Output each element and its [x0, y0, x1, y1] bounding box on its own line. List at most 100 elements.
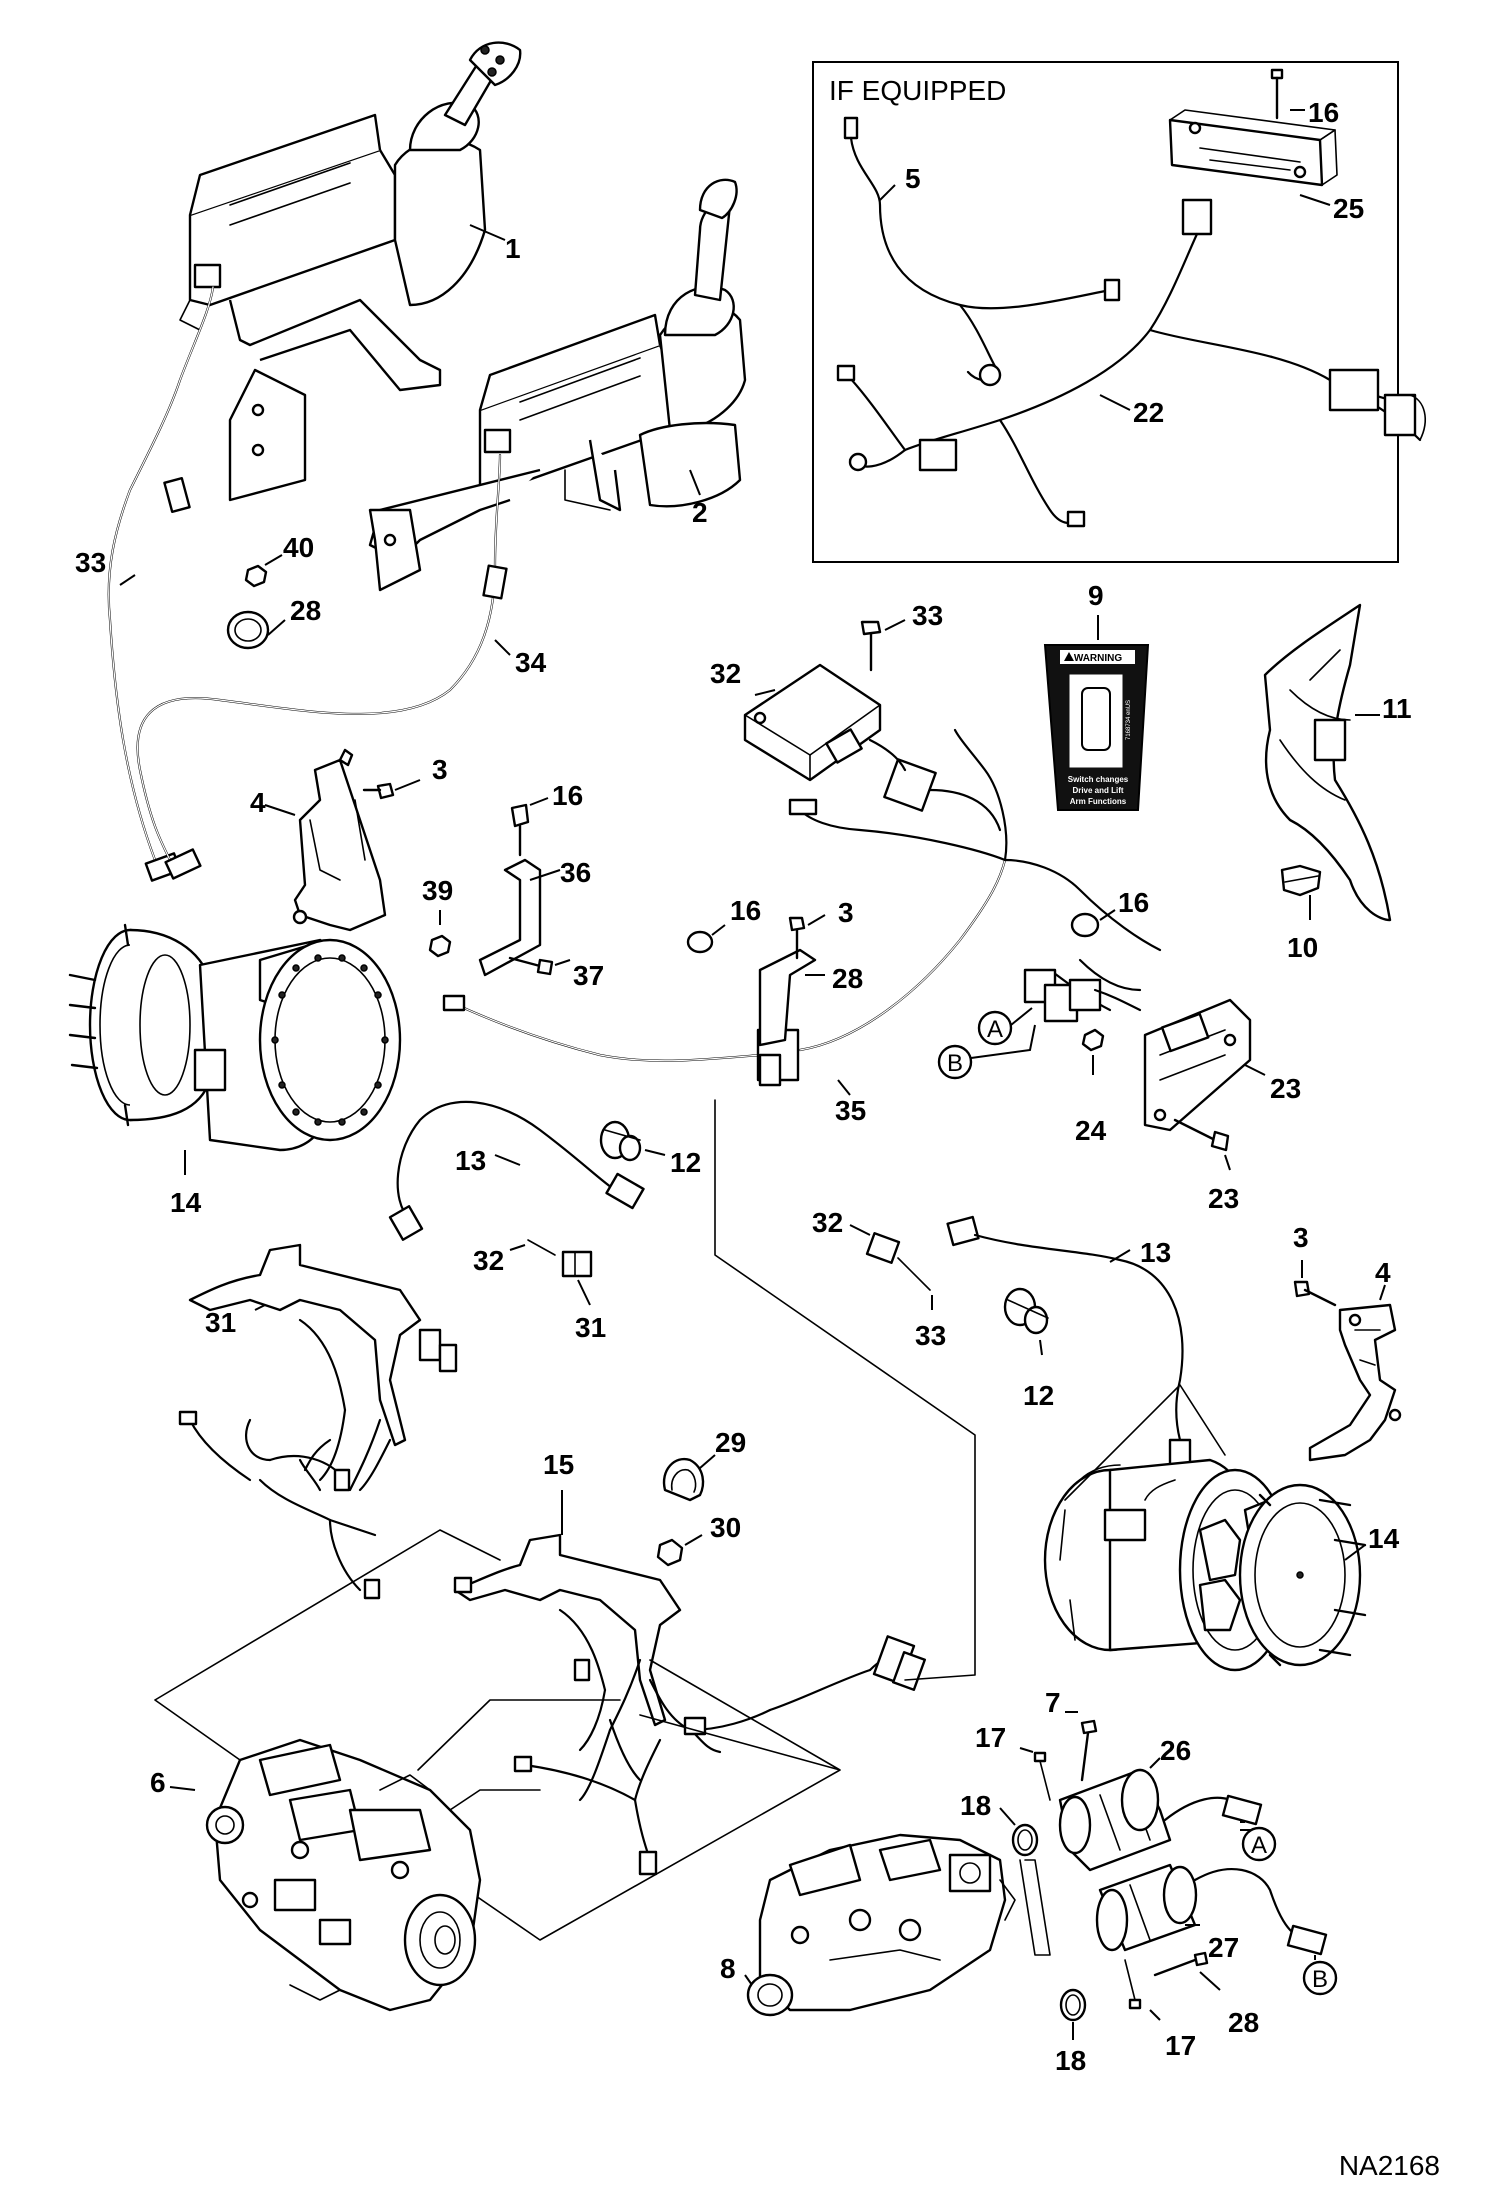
part-26-screw — [1153, 1951, 1209, 1977]
callout-20: 23 — [1270, 1073, 1301, 1104]
callout-14-left: 14 — [170, 1187, 202, 1218]
callout-36: 33 — [912, 600, 943, 631]
part-1-joystick-left — [179, 41, 522, 502]
callout-38: 37 — [573, 960, 604, 991]
callout-12-left: 12 — [670, 1147, 701, 1178]
callout-4-left: 4 — [250, 787, 266, 818]
part-29-nut — [656, 1538, 684, 1567]
callout-40: 40 — [283, 532, 314, 563]
callout-34: 35 — [835, 1095, 866, 1126]
callout-16-mid: 16 — [730, 895, 761, 926]
callout-18-lower: 18 — [1055, 2045, 1086, 2076]
part-14-motor-right — [1043, 1458, 1367, 1672]
callout-32-left: 32 — [473, 1245, 504, 1276]
callout-23: 25 — [1333, 193, 1364, 224]
part-10-switch — [1280, 864, 1322, 897]
part-32-pin-left — [527, 1239, 556, 1256]
part-3-bolt-upper — [362, 782, 395, 800]
part-20-bracket — [1143, 998, 1252, 1132]
part-12-clamp-right — [1003, 1287, 1049, 1335]
callout-17-upper: 17 — [975, 1722, 1006, 1753]
connector-a-upper: A — [977, 1007, 1033, 1046]
part-31-connector-mid — [865, 1232, 901, 1264]
inset-frame — [812, 61, 1399, 563]
part-19-harness — [836, 198, 1426, 528]
callout-22: 24 — [1075, 1115, 1107, 1146]
callout-31-left: 31 — [575, 1312, 606, 1343]
connector-b-lower: B — [1302, 1955, 1338, 1996]
callout-39: 39 — [422, 875, 453, 906]
part-25-solenoid-lower — [1095, 1863, 1328, 1956]
callout-12-right: 12 — [1023, 1380, 1054, 1411]
part-8-valve — [746, 1833, 1016, 2017]
callout-28-lower: 29 — [715, 1427, 746, 1458]
callout-16-upper: 16 — [552, 780, 583, 811]
decal-header: WARNING — [1074, 653, 1123, 664]
part-24-screw — [1270, 68, 1284, 120]
decal-line3: Arm Functions — [1070, 797, 1127, 806]
callout-3-right: 3 — [1293, 1222, 1309, 1253]
callout-4-right: 4 — [1375, 1257, 1391, 1288]
callout-30: 31 — [205, 1307, 236, 1338]
part-6-pump — [205, 1738, 482, 2012]
part-17-pin-upper — [1033, 1751, 1051, 1801]
part-21-bolt — [1173, 1118, 1230, 1152]
callout-19: 22 — [1133, 397, 1164, 428]
part-31-connector-left — [561, 1250, 593, 1278]
callout-29: 30 — [710, 1512, 741, 1543]
part-30-harness — [178, 1243, 458, 1600]
connector-b-lower-label: B — [1312, 1966, 1328, 1993]
decal-line1: Switch changes — [1068, 775, 1129, 784]
callout-27: 28 — [832, 963, 863, 994]
part-39-nut — [428, 934, 452, 958]
part-13-sensor-right — [946, 1215, 1192, 1468]
callout-25-upper: 26 — [1160, 1735, 1191, 1766]
part-11-switch-panel — [1263, 603, 1392, 922]
callout-18-upper: 18 — [960, 1790, 991, 1821]
callout-10: 10 — [1287, 932, 1318, 963]
callout-9: 9 — [1088, 580, 1104, 611]
connector-a-lower: A — [1240, 1821, 1277, 1862]
part-35-controller — [743, 663, 1002, 832]
drawing-code: NA2168 — [1339, 2150, 1440, 2181]
part-33-harness-right — [136, 453, 508, 880]
part-25-solenoid-upper — [1058, 1768, 1263, 1872]
part-3-bolt-right — [1293, 1280, 1337, 1307]
callout-14-right: 14 — [1368, 1523, 1400, 1554]
part-40-nut — [244, 564, 268, 588]
part-18-oring-upper — [1011, 1823, 1039, 1857]
part-14-motor-left — [68, 923, 402, 1152]
part-33-harness-left — [107, 285, 215, 882]
part-18-oring-lower — [1059, 1988, 1087, 2022]
callout-25-lower: 27 — [1208, 1932, 1239, 1963]
callout-33-left: 33 — [75, 547, 106, 578]
connector-b-upper: B — [937, 1024, 1036, 1080]
part-23-module — [1168, 109, 1338, 187]
part-38-bolt — [508, 956, 554, 976]
part-36-bolt — [860, 620, 882, 672]
callout-7: 7 — [1045, 1687, 1061, 1718]
part-16-clip-right — [1070, 912, 1100, 938]
part-13-sensor-left — [388, 1100, 645, 1241]
part-7-screw — [1080, 1719, 1098, 1782]
part-4-bracket-right — [1308, 1303, 1402, 1462]
callout-17-lower: 17 — [1165, 2030, 1196, 2061]
callout-3-upper: 3 — [432, 754, 448, 785]
callout-37: 36 — [560, 857, 591, 888]
callout-2: 2 — [692, 497, 708, 528]
callout-33-right: 34 — [515, 647, 547, 678]
inset-if-equipped: IF EQUIPPED — [812, 61, 1426, 563]
callout-13-left: 13 — [455, 1145, 486, 1176]
part-4-bracket-left — [292, 748, 387, 932]
part-34-main-harness — [442, 728, 1162, 1087]
callout-26: 28 — [1228, 2007, 1259, 2038]
part-9-warning-decal: WARNING 7168734 enUS Switch changes Driv… — [1043, 644, 1150, 811]
part-32-pin-mid — [897, 1257, 931, 1291]
callout-8: 8 — [720, 1953, 736, 1984]
callout-6: 6 — [150, 1767, 166, 1798]
connector-block-upper — [1023, 968, 1142, 1023]
callout-35: 32 — [710, 658, 741, 689]
part-15-harness — [453, 1533, 927, 1876]
